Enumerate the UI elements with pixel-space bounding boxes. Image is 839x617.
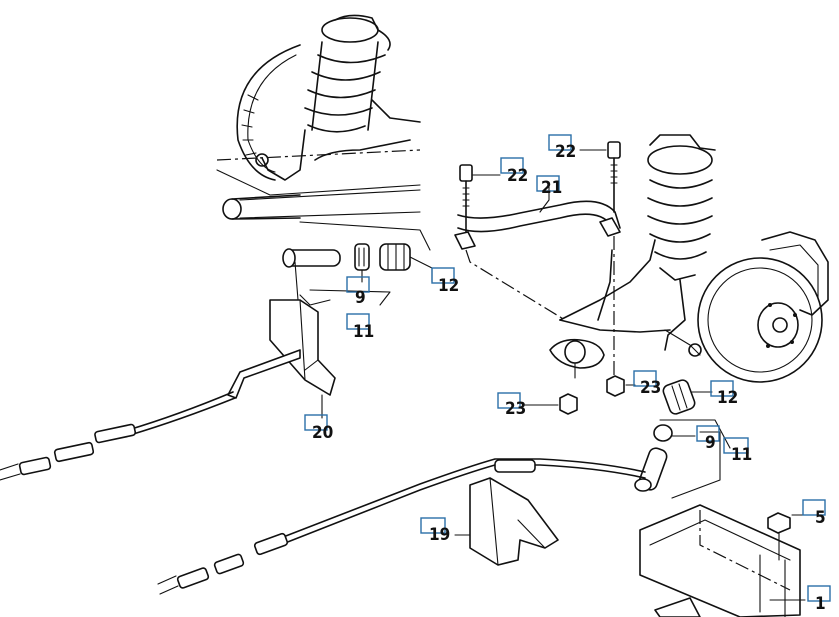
crossmember-box xyxy=(639,504,806,617)
callout-19: 19 xyxy=(429,525,450,545)
left-strut-assembly xyxy=(216,14,431,251)
callout-1: 1 xyxy=(815,594,826,614)
callout-21: 21 xyxy=(541,178,562,198)
right-strut-assembly xyxy=(647,134,829,383)
callout-labels: 22 22 21 12 9 11 20 23 23 12 9 11 19 5 1 xyxy=(304,134,831,614)
callout-9-left: 9 xyxy=(355,288,366,308)
callout-20: 20 xyxy=(312,423,333,443)
callout-22-left: 22 xyxy=(507,166,528,186)
callout-9-right: 9 xyxy=(705,433,716,453)
right-bushing-parts xyxy=(634,379,731,499)
callout-11-right: 11 xyxy=(731,445,752,465)
right-cable-and-bracket xyxy=(157,458,646,595)
left-bracket-and-cable xyxy=(0,299,336,481)
left-bushing-parts xyxy=(282,243,433,306)
callout-12-left: 12 xyxy=(438,276,459,296)
callout-11-left: 11 xyxy=(353,322,374,342)
callout-22-right: 22 xyxy=(555,142,576,162)
callout-23-right: 23 xyxy=(640,378,661,398)
callout-23-left: 23 xyxy=(505,399,526,419)
callout-5: 5 xyxy=(815,508,826,528)
callout-12-right: 12 xyxy=(717,388,738,408)
stabilizer-bar-group xyxy=(454,141,636,415)
right-control-arm xyxy=(549,239,702,379)
